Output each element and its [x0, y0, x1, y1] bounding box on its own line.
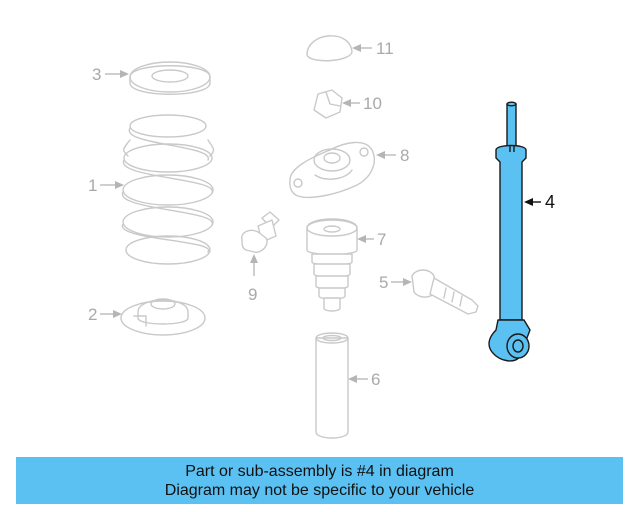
- part-6-dust-boot: [315, 332, 349, 439]
- callout-5: 5: [379, 273, 412, 292]
- part-4-shock-absorber: [488, 101, 531, 362]
- callout-5-number: 5: [379, 273, 388, 292]
- banner-line-1: Part or sub-assembly is #4 in diagram: [185, 462, 454, 480]
- callout-6: 6: [348, 370, 380, 389]
- callout-3-number: 3: [92, 65, 101, 84]
- callout-4-number: 4: [545, 192, 555, 212]
- part-3-spring-seat: [129, 61, 211, 95]
- part-7-bump-stop: [306, 218, 358, 312]
- info-banner: Part or sub-assembly is #4 in diagram Di…: [16, 457, 623, 504]
- callout-11-number: 11: [376, 39, 394, 58]
- banner-line-2: Diagram may not be specific to your vehi…: [164, 481, 475, 499]
- callout-11: 11: [352, 39, 394, 58]
- callout-10: 10: [342, 94, 382, 113]
- callout-7-number: 7: [377, 230, 386, 249]
- callout-2: 2: [88, 305, 122, 324]
- part-5-bolt: [411, 269, 479, 315]
- part-9-bolt: [241, 211, 280, 253]
- callout-7: 7: [357, 230, 386, 249]
- callout-8: 8: [376, 146, 409, 165]
- callout-8-number: 8: [400, 146, 409, 165]
- callout-1-number: 1: [88, 176, 97, 195]
- callout-1: 1: [88, 176, 124, 195]
- callout-9-number: 9: [248, 285, 257, 304]
- callout-3: 3: [92, 65, 129, 84]
- callout-4: 4: [524, 192, 555, 212]
- part-2-lower-seat: [120, 298, 206, 336]
- part-8-upper-mount: [289, 141, 375, 199]
- callout-10-number: 10: [363, 94, 382, 113]
- callout-6-number: 6: [371, 370, 380, 389]
- part-11-dust-cap: [306, 35, 353, 62]
- callout-9: 9: [248, 254, 258, 304]
- part-10-nut: [313, 89, 343, 119]
- callout-2-number: 2: [88, 305, 97, 324]
- part-1-coil-spring: [122, 114, 215, 265]
